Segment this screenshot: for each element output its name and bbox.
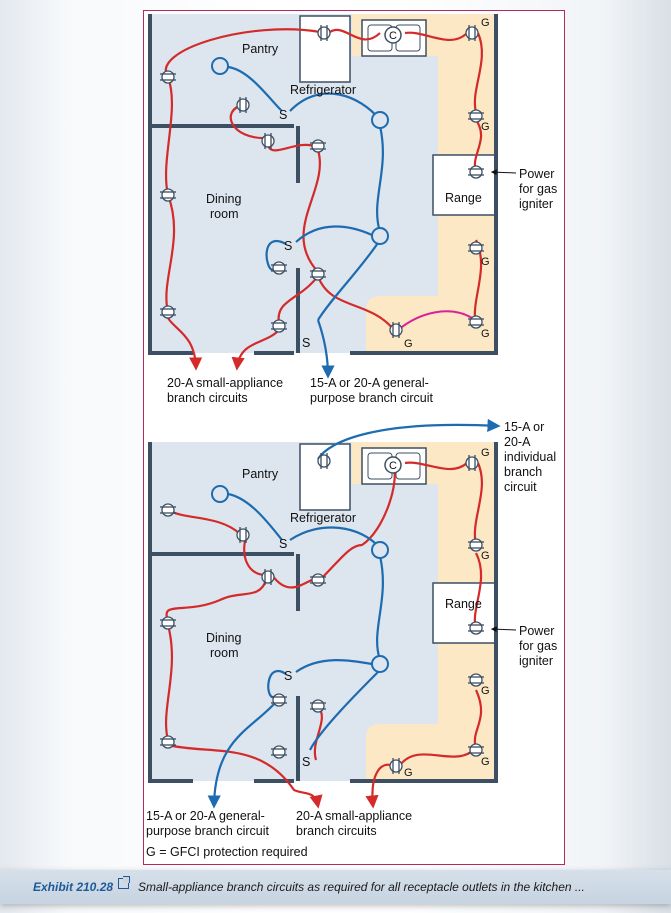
ceiling-light-icon [371, 655, 389, 673]
top-floor-plan: C G G G G G S S S Pantry Refrigerator Di… [148, 14, 557, 405]
refrigerator-label: Refrigerator [290, 511, 356, 525]
clock-symbol: C [389, 30, 397, 42]
power-label: for gas [519, 639, 557, 653]
circuit-label: branch circuits [296, 824, 377, 838]
dining-label: room [210, 646, 238, 660]
exhibit-label[interactable]: Exhibit 210.28 [33, 880, 114, 894]
circuit-label: purpose branch circuit [146, 824, 270, 838]
gfci-mark: G [404, 767, 413, 779]
clock-symbol: C [389, 460, 397, 472]
switch-icon: S [284, 239, 292, 253]
clock-receptacle-icon [384, 26, 402, 44]
refrigerator-box [299, 15, 351, 83]
range-box [432, 582, 497, 644]
range-igniter-link [397, 310, 473, 331]
walls [148, 442, 498, 783]
bottom-floor-plan: C G G G G G S S S Pantry Refrigerator Di… [146, 418, 557, 859]
circuit-label: 15-A or 20-A general- [310, 376, 429, 390]
gfci-mark: G [481, 121, 490, 133]
clock-receptacle-icon [384, 456, 402, 474]
arrow-icon [490, 626, 517, 633]
pantry-label: Pantry [242, 467, 279, 481]
individual-circuit-label: individual [504, 450, 556, 464]
switch-icon: S [279, 537, 287, 551]
ceiling-light-icon [371, 111, 389, 129]
gfci-mark: G [481, 447, 490, 459]
gfci-receptacle-icon [389, 25, 484, 338]
individual-circuit-label: 15-A or [504, 420, 544, 434]
switch-icon: S [284, 669, 292, 683]
circuit-label: 20-A small-appliance [296, 809, 412, 823]
circuit-label: purpose branch circuit [310, 391, 434, 405]
ceiling-light-icon [211, 485, 229, 503]
walls [148, 14, 498, 355]
arrow-icon [490, 169, 517, 176]
receptacle-icon [160, 453, 484, 759]
power-label: igniter [519, 654, 553, 668]
kitchen-counter [352, 442, 496, 781]
receptacle-icon [160, 25, 484, 333]
switch-icon: S [302, 755, 310, 769]
dining-label: Dining [206, 192, 241, 206]
individual-circuit-label: branch [504, 465, 542, 479]
range-label: Range [445, 191, 482, 205]
ceiling-light-icon [371, 227, 389, 245]
refrigerator-box [299, 443, 351, 511]
gfci-mark: G [481, 256, 490, 268]
refrigerator-label: Refrigerator [290, 83, 356, 97]
individual-circuit-label: 20-A [504, 435, 531, 449]
gfci-mark: G [481, 685, 490, 697]
power-label: igniter [519, 197, 553, 211]
gfci-mark: G [481, 328, 490, 340]
switch-icon: S [302, 336, 310, 350]
range-label: Range [445, 597, 482, 611]
caption-text: Small-appliance branch circuits as requi… [138, 880, 585, 894]
gfci-legend: G = GFCI protection required [146, 845, 308, 859]
general-purpose-circuit-wiring [227, 65, 384, 379]
circuit-label: branch circuits [167, 391, 248, 405]
gfci-mark: G [404, 338, 413, 350]
circuit-label: 15-A or 20-A general- [146, 809, 265, 823]
pantry-label: Pantry [242, 42, 279, 56]
floor-plan-diagram: C G G G G G S S S Pantry Refrigerator Di… [146, 14, 557, 859]
switch-icon: S [279, 108, 287, 122]
external-link-icon[interactable] [118, 876, 130, 889]
individual-circuit-label: circuit [504, 480, 537, 494]
kitchen-counter [352, 14, 496, 353]
caption-bar: Exhibit 210.28 Small-appliance branch ci… [0, 870, 671, 904]
ceiling-light-icon [211, 57, 229, 75]
gfci-receptacle-icon [389, 455, 484, 774]
gfci-mark: G [481, 550, 490, 562]
gfci-mark: G [481, 17, 490, 29]
range-box [432, 154, 497, 216]
ceiling-light-icon [371, 541, 389, 559]
power-label: for gas [519, 182, 557, 196]
dining-label: room [210, 207, 238, 221]
circuit-label: 20-A small-appliance [167, 376, 283, 390]
dining-label: Dining [206, 631, 241, 645]
power-label: Power [519, 167, 554, 181]
power-label: Power [519, 624, 554, 638]
gfci-mark: G [481, 756, 490, 768]
